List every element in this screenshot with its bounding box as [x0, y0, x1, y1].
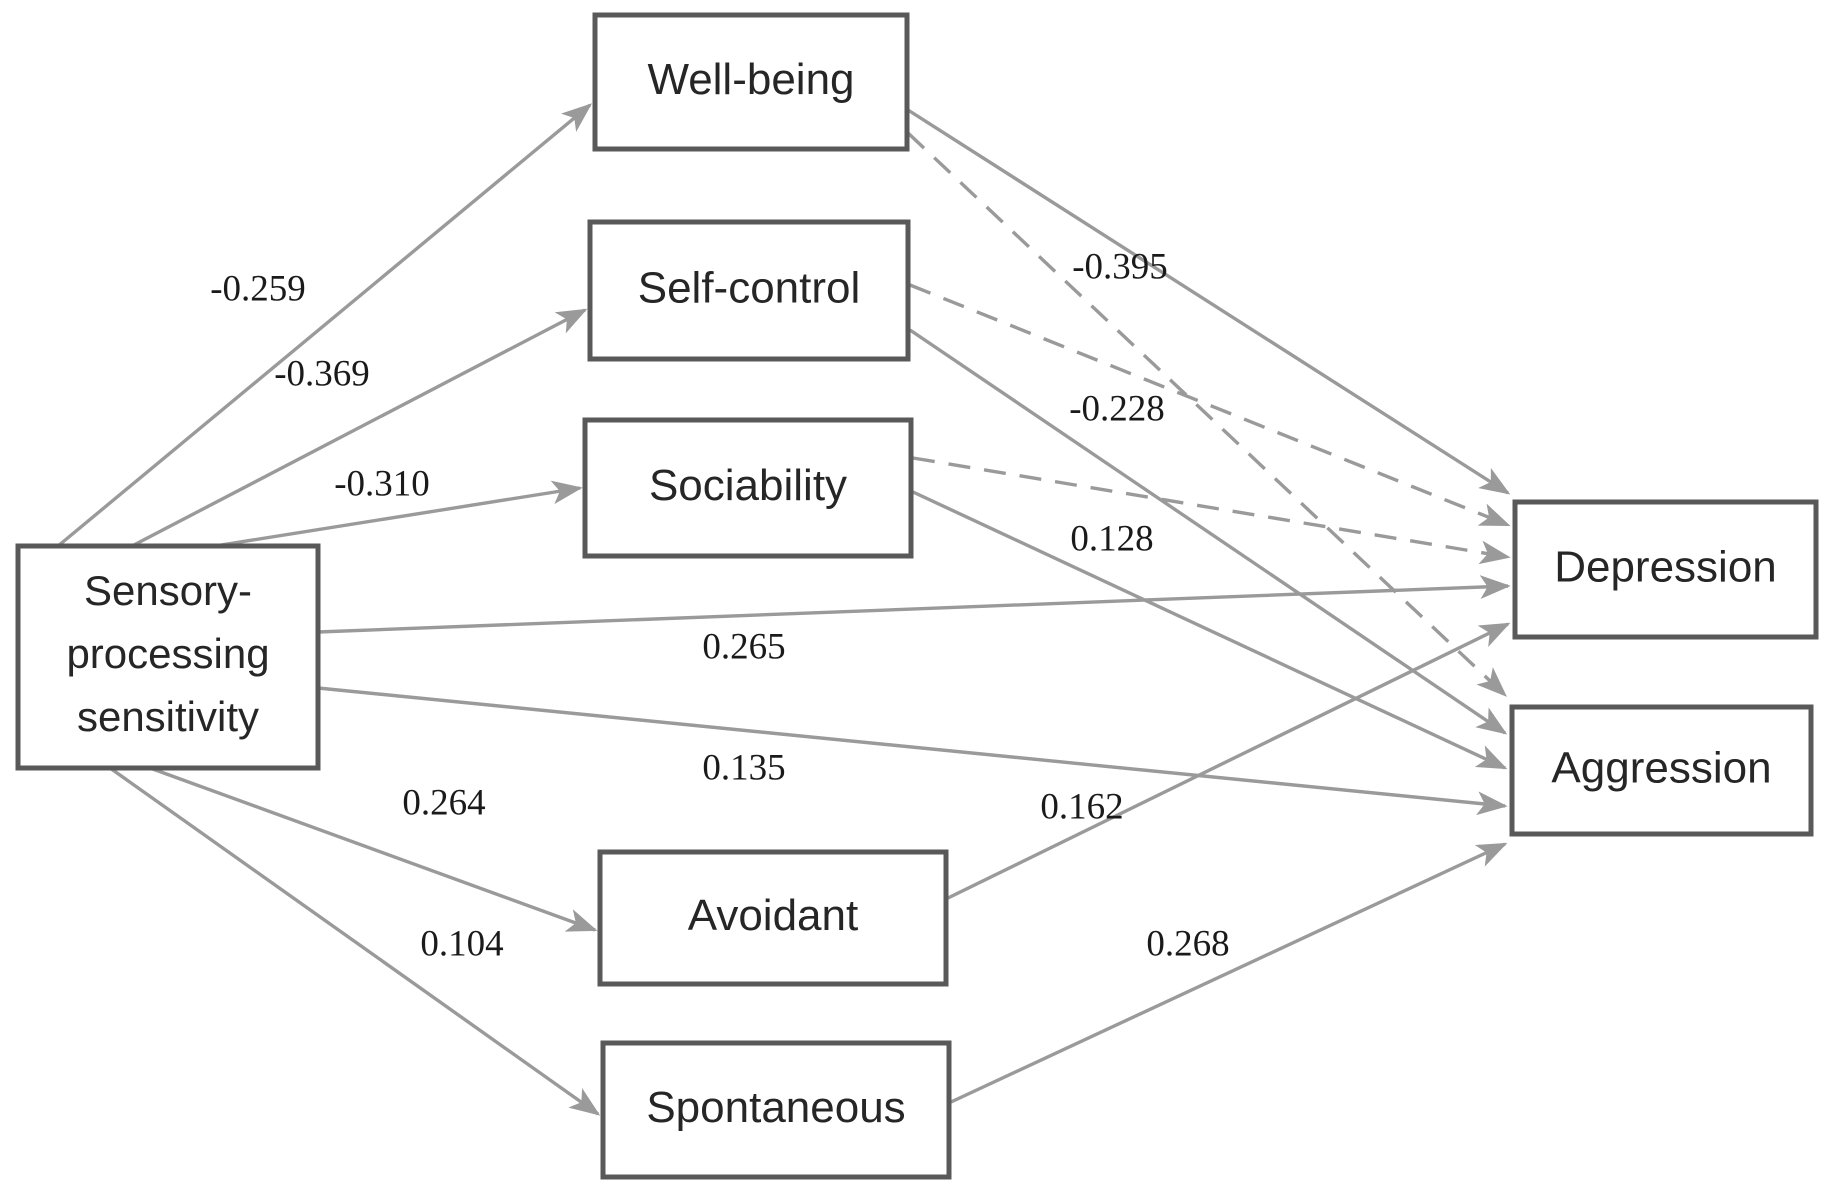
node-depression[interactable]: Depression — [1512, 499, 1819, 640]
node-box-selfcontrol[interactable] — [587, 219, 911, 362]
edges-layer — [56, 103, 1511, 1116]
edge-spontaneous-to-aggression — [950, 842, 1508, 1104]
edge-sps-to-sociability — [214, 480, 583, 548]
edge-coefficient-sps-to-spontaneous: 0.104 — [420, 923, 503, 964]
node-box-depression[interactable] — [1512, 499, 1819, 640]
node-aggression[interactable]: Aggression — [1509, 704, 1814, 837]
node-label-selfcontrol: Self-control — [638, 263, 861, 312]
edge-sociability-to-aggression — [912, 490, 1508, 770]
edge-selfcontrol-to-aggression — [909, 328, 1508, 735]
edge-coefficient-sps-to-wellbeing: -0.259 — [210, 268, 306, 309]
edge-selfcontrol-to-depression — [909, 283, 1511, 527]
edge-coefficient-sociability-to-depression: 0.128 — [1070, 518, 1153, 559]
node-label-avoidant: Avoidant — [688, 891, 858, 940]
node-label-sociability: Sociability — [649, 461, 847, 510]
edge-sps-to-wellbeing — [56, 103, 593, 548]
node-spontaneous[interactable]: Spontaneous — [600, 1040, 952, 1180]
edge-coefficient-sps-to-avoidant: 0.264 — [402, 782, 485, 823]
node-box-aggression[interactable] — [1509, 704, 1814, 837]
node-label-aggression: Aggression — [1551, 743, 1771, 792]
edge-coefficient-avoidant-to-depression: 0.162 — [1040, 786, 1123, 827]
edge-sociability-to-depression — [912, 456, 1511, 565]
node-box-sociability[interactable] — [582, 417, 914, 559]
edge-coefficient-selfcontrol-to-depression: -0.228 — [1069, 388, 1165, 429]
edge-sps-to-aggression — [317, 686, 1508, 816]
node-box-avoidant[interactable] — [597, 849, 949, 987]
node-box-sps[interactable] — [15, 543, 321, 771]
edge-sps-to-selfcontrol — [131, 308, 588, 548]
edge-wellbeing-to-depression — [907, 108, 1511, 495]
edge-avoidant-to-depression — [947, 622, 1511, 900]
node-avoidant[interactable]: Avoidant — [597, 849, 949, 987]
node-label-spontaneous: Spontaneous — [646, 1083, 905, 1132]
node-label-depression: Depression — [1554, 542, 1777, 591]
node-sociability[interactable]: Sociability — [582, 417, 914, 559]
edge-sps-to-depression — [317, 575, 1511, 634]
edge-coefficient-sps-to-aggression: 0.135 — [702, 747, 785, 788]
node-box-spontaneous[interactable] — [600, 1040, 952, 1180]
node-label-wellbeing: Well-being — [647, 55, 854, 104]
node-wellbeing[interactable]: Well-being — [592, 12, 910, 152]
node-box-wellbeing[interactable] — [592, 12, 910, 152]
edge-coefficient-sps-to-selfcontrol: -0.369 — [274, 353, 370, 394]
edge-sps-to-spontaneous — [109, 766, 601, 1116]
edge-sps-to-avoidant — [149, 766, 598, 932]
edge-coefficient-sps-to-depression: 0.265 — [702, 626, 785, 667]
edge-wellbeing-to-aggression — [906, 131, 1507, 697]
edge-coefficient-sps-to-sociability: -0.310 — [334, 463, 430, 504]
edge-labels-layer: -0.259 -0.369 -0.310 0.265 0.135 0.264 0.104 -0… — [210, 246, 1229, 964]
edge-coefficient-wellbeing-to-depression: -0.395 — [1072, 246, 1168, 287]
edge-coefficient-spontaneous-to-aggression: 0.268 — [1146, 923, 1229, 964]
node-selfcontrol[interactable]: Self-control — [587, 219, 911, 362]
